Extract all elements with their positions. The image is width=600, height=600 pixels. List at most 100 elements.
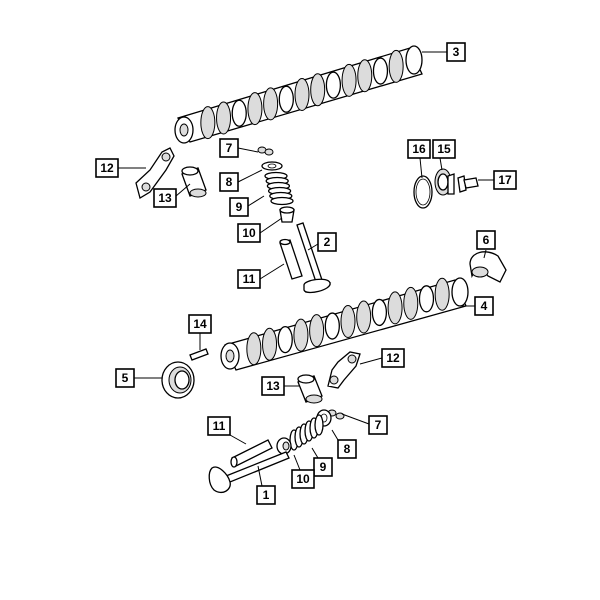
cam-lobe xyxy=(371,298,388,327)
svg-text:6: 6 xyxy=(483,233,490,247)
callout-11-upper: 11 xyxy=(237,269,261,289)
callout-13-lower: 13 xyxy=(261,376,285,396)
callout-14: 14 xyxy=(188,314,212,334)
svg-text:9: 9 xyxy=(236,200,243,214)
svg-text:17: 17 xyxy=(498,173,512,187)
svg-text:13: 13 xyxy=(266,379,280,393)
svg-text:11: 11 xyxy=(213,419,226,433)
svg-text:7: 7 xyxy=(375,418,382,432)
cam-lobe xyxy=(277,326,293,354)
cam-lobe xyxy=(293,318,309,352)
spring-coil xyxy=(270,196,294,206)
rocker-arm-upper xyxy=(135,147,175,200)
cam-lobe xyxy=(263,87,279,121)
valve-upper xyxy=(296,222,332,294)
cam-lobe xyxy=(340,305,356,338)
callout-12-upper: 12 xyxy=(95,158,119,178)
cam-lobe xyxy=(356,300,372,334)
cam-lobe xyxy=(262,327,278,361)
cam-actuator xyxy=(434,168,455,196)
svg-text:4: 4 xyxy=(481,299,488,313)
cam-lobe xyxy=(324,312,340,340)
spring-retainer-upper xyxy=(261,161,283,171)
cam-lobe xyxy=(341,63,357,97)
callout-7-lower: 7 xyxy=(368,415,388,435)
callout-5: 5 xyxy=(115,368,135,388)
lash-adjuster-lower xyxy=(297,374,323,404)
callout-9-upper: 9 xyxy=(229,197,249,217)
valve-keepers-upper xyxy=(257,146,274,156)
valve-lower xyxy=(208,451,290,494)
callout-6: 6 xyxy=(476,230,496,250)
cam-lobe xyxy=(246,332,262,366)
callout-8-lower: 8 xyxy=(337,439,357,459)
cam-lobe xyxy=(310,73,326,107)
oring-gasket xyxy=(413,175,433,209)
callout-labels: 3 12 13 7 8 9 10 2 11 16 15 17 6 4 14 5 … xyxy=(95,42,517,505)
valve-guide-lower xyxy=(230,439,273,468)
callout-13-upper: 13 xyxy=(153,188,177,208)
svg-text:8: 8 xyxy=(226,175,233,189)
svg-text:10: 10 xyxy=(242,226,256,240)
leader-lines xyxy=(118,51,494,487)
svg-text:12: 12 xyxy=(100,161,114,175)
cam-lobe xyxy=(294,78,310,111)
svg-text:14: 14 xyxy=(193,317,207,331)
bolt xyxy=(457,175,479,193)
valve-seal-lower xyxy=(276,437,292,455)
cam-lobe xyxy=(200,106,216,140)
upper-camshaft xyxy=(174,45,423,144)
svg-text:2: 2 xyxy=(324,235,331,249)
cam-lobe xyxy=(231,99,247,127)
callout-2: 2 xyxy=(317,232,337,252)
svg-text:12: 12 xyxy=(386,351,400,365)
rocker-arm-lower xyxy=(327,351,361,389)
svg-text:7: 7 xyxy=(226,141,233,155)
cam-lobe xyxy=(388,49,404,83)
svg-text:16: 16 xyxy=(412,142,426,156)
valve-guide-upper xyxy=(279,238,303,280)
cam-lobe xyxy=(372,57,389,85)
svg-text:15: 15 xyxy=(437,142,451,156)
svg-text:11: 11 xyxy=(243,272,256,286)
valve-spring-upper xyxy=(264,171,294,206)
callout-4: 4 xyxy=(474,296,494,316)
valve-spring-lower xyxy=(289,414,324,451)
callout-3: 3 xyxy=(446,42,466,62)
cam-lobe xyxy=(434,277,450,311)
svg-text:3: 3 xyxy=(453,45,460,59)
cam-lobe xyxy=(387,291,403,325)
callout-1: 1 xyxy=(256,485,276,505)
cam-lobe xyxy=(309,314,325,348)
cam-lobe xyxy=(247,92,263,126)
cam-lobe xyxy=(357,59,373,93)
callout-17: 17 xyxy=(493,170,517,190)
callout-7-upper: 7 xyxy=(219,138,239,158)
cam-lobe xyxy=(325,71,342,99)
callout-9-lower: 9 xyxy=(313,457,333,477)
svg-text:10: 10 xyxy=(296,472,310,486)
svg-text:9: 9 xyxy=(320,460,327,474)
dowel-pin xyxy=(189,348,209,361)
spring-coil xyxy=(314,414,324,436)
camshaft-cap xyxy=(469,251,507,283)
svg-text:8: 8 xyxy=(344,442,351,456)
cam-lobe xyxy=(216,101,232,135)
callout-11-lower: 11 xyxy=(207,416,231,436)
lower-camshaft xyxy=(220,277,469,371)
cam-lobe xyxy=(403,286,419,320)
callout-10-lower: 10 xyxy=(291,469,315,489)
callout-12-lower: 12 xyxy=(381,348,405,368)
svg-text:1: 1 xyxy=(263,488,270,502)
svg-text:5: 5 xyxy=(122,371,129,385)
svg-text:13: 13 xyxy=(158,191,172,205)
cam-lobe xyxy=(278,85,294,113)
callout-16: 16 xyxy=(407,139,431,159)
valve-seal-upper xyxy=(279,206,295,223)
camshaft-seal xyxy=(161,361,195,399)
lash-adjuster-upper xyxy=(181,166,207,198)
callout-15: 15 xyxy=(432,139,456,159)
callout-8-upper: 8 xyxy=(219,172,239,192)
cam-lobe xyxy=(418,285,435,313)
